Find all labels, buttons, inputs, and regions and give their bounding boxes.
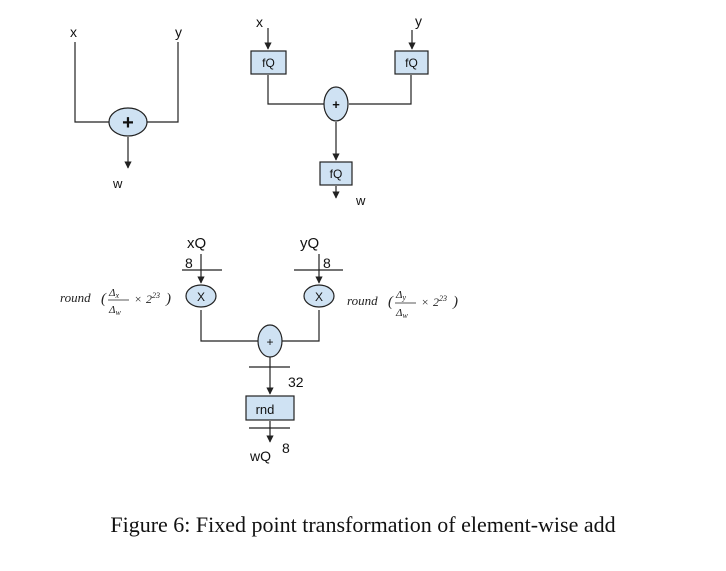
multiply-node-y-symbol: X xyxy=(315,290,323,304)
xq-label: xQ xyxy=(187,235,206,252)
input-x-label-2: x xyxy=(256,14,263,30)
y-mul-wire xyxy=(282,310,320,342)
x-mul-wire xyxy=(200,310,258,342)
add-node-symbol: + xyxy=(122,112,134,134)
svg-text:): ) xyxy=(452,294,458,310)
figure-caption: Figure 6: Fixed point transformation of … xyxy=(110,512,616,537)
x-wire xyxy=(74,42,110,123)
output-w-label: w xyxy=(112,176,123,191)
multiply-node-y xyxy=(303,284,335,308)
add-node-3-symbol: + xyxy=(266,335,273,349)
fq-box-x-label: fQ xyxy=(262,56,275,70)
fq-box-out-label: fQ xyxy=(330,167,343,181)
fq-box-x xyxy=(250,50,287,75)
output-w-label-2: w xyxy=(355,193,366,208)
round-fn-y: round xyxy=(347,293,378,308)
diagram-fq-add xyxy=(264,28,416,199)
fq-box-out xyxy=(319,161,353,186)
input-y-label: y xyxy=(175,24,182,40)
svg-text:Δw: Δw xyxy=(108,304,121,317)
add-node-3 xyxy=(257,324,283,358)
svg-text:×: × xyxy=(134,292,142,306)
add-node-2-symbol: + xyxy=(332,97,340,112)
round-box xyxy=(245,395,295,421)
svg-text:223: 223 xyxy=(433,294,447,309)
y-wire xyxy=(147,42,179,123)
svg-text:223: 223 xyxy=(146,291,160,306)
round-box-label: rnd xyxy=(256,402,275,417)
fq-box-y xyxy=(394,50,429,75)
svg-text:(: ( xyxy=(101,291,107,307)
svg-text:Δy: Δy xyxy=(395,289,406,302)
svg-text:×: × xyxy=(421,295,429,309)
round-fn-x: round xyxy=(60,290,91,305)
scale-formula-x: round ( Δx Δw × 223 ) xyxy=(60,287,171,317)
x-fq-wire xyxy=(267,75,324,105)
scale-formula-y: round ( Δy Δw × 223 ) xyxy=(347,289,458,320)
svg-text:Δx: Δx xyxy=(108,287,119,300)
yq-bits-label: 8 xyxy=(323,255,331,271)
wq-bits-label: 8 xyxy=(282,440,290,456)
svg-text:(: ( xyxy=(388,294,394,310)
sum-bits-label: 32 xyxy=(288,374,304,390)
multiply-node-x xyxy=(185,284,217,308)
add-node xyxy=(108,107,148,137)
diagram-simple-add xyxy=(74,42,179,169)
diagram-fixed-point-add xyxy=(182,254,343,443)
input-y-label-2: y xyxy=(415,13,422,29)
yq-label: yQ xyxy=(300,235,319,252)
multiply-node-x-symbol: X xyxy=(197,290,205,304)
xq-bits-label: 8 xyxy=(185,255,193,271)
fq-box-y-label: fQ xyxy=(405,56,418,70)
y-fq-wire xyxy=(349,75,412,105)
add-node-2 xyxy=(323,86,349,122)
svg-text:Δw: Δw xyxy=(395,307,408,320)
input-x-label: x xyxy=(70,24,77,40)
wq-label: wQ xyxy=(249,448,271,464)
svg-text:): ) xyxy=(165,291,171,307)
